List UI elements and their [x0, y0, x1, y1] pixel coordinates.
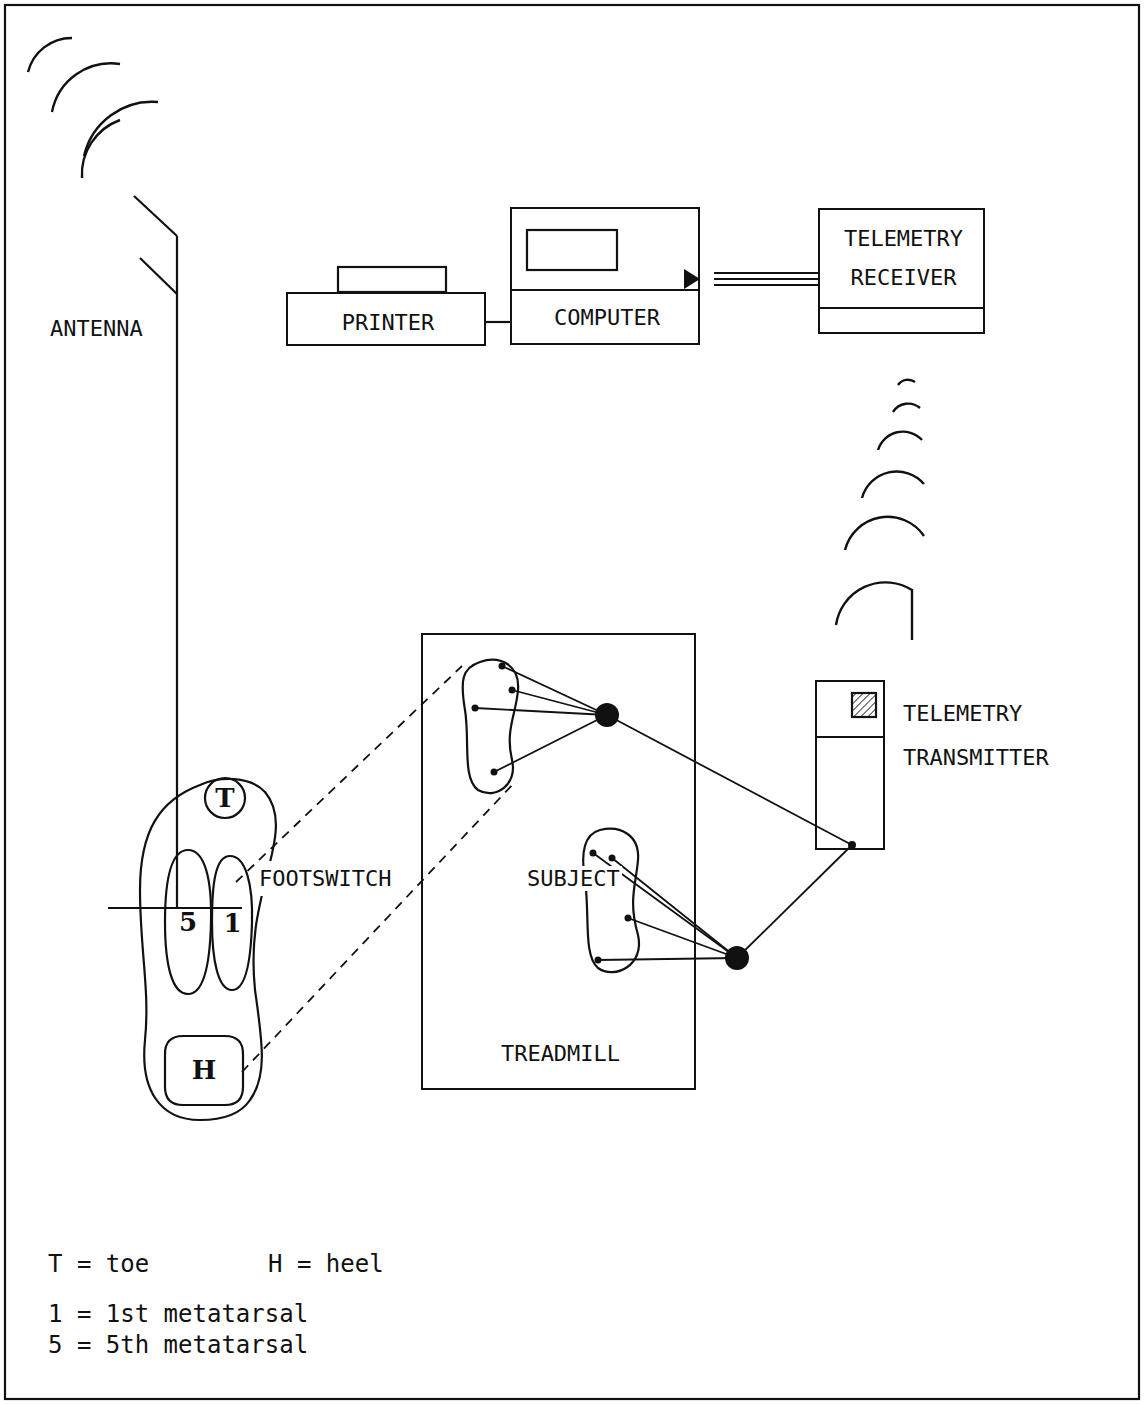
printer-paper [338, 267, 446, 292]
node-label: H [164, 1034, 244, 1106]
receiver-box: TELEMETRY RECEIVER [818, 208, 985, 334]
transmitter-box: TELEMETRY TRANSMITTER [815, 680, 885, 850]
node-label: FOOTSWITCH [256, 861, 394, 896]
divider-line [510, 289, 700, 291]
text-label: SUBJECT [525, 866, 622, 891]
connector [486, 322, 510, 323]
divider-line [818, 307, 985, 309]
connector-line [714, 284, 818, 286]
computer-box: COMPUTER [510, 207, 700, 345]
divider-line [815, 736, 885, 738]
arrowhead [684, 269, 700, 289]
sensor-region: H [164, 1034, 244, 1106]
connector [684, 269, 818, 289]
sensor-points [472, 663, 857, 971]
node-label: 1 [211, 854, 254, 992]
shape-path [205, 778, 245, 818]
radio-waves [836, 380, 924, 640]
node-label: TELEMETRY TRANSMITTER [903, 692, 1088, 780]
sensor-wires [475, 666, 852, 960]
connector-line [714, 278, 818, 280]
connector-line [714, 272, 818, 274]
sensor-region: 5 [163, 848, 213, 996]
node-label: COMPUTER [512, 300, 702, 335]
legend-text: 5 = 5th metatarsal [46, 1331, 310, 1359]
connector-line [486, 321, 510, 323]
legend-text: T = toe [46, 1250, 151, 1278]
node-label: PRINTER [288, 305, 488, 340]
treadmill: TREADMILL [421, 633, 696, 1090]
legend-text: 1 = 1st metatarsal [46, 1300, 310, 1328]
radio-waves [28, 38, 158, 178]
printer-box: PRINTER [286, 292, 486, 346]
sensor-region: 1 [211, 854, 254, 992]
computer-screen [527, 230, 617, 270]
node-label: T [204, 777, 246, 819]
hatched-indicator [852, 693, 876, 717]
shape-path [140, 779, 276, 1120]
text-label: ANTENNA [48, 316, 145, 341]
legend-text: H = heel [266, 1250, 386, 1278]
frame [5, 5, 1139, 1399]
footswitch-outline: FOOTSWITCHT51H [140, 775, 280, 1123]
sensor-region: T [204, 777, 246, 819]
foot-outline [463, 660, 519, 793]
node-label: TELEMETRY RECEIVER [829, 220, 979, 297]
node-label: TREADMILL [423, 1036, 698, 1071]
foot-outline [583, 829, 639, 972]
node-label: 5 [163, 848, 213, 996]
magnify-lines [236, 666, 515, 1072]
